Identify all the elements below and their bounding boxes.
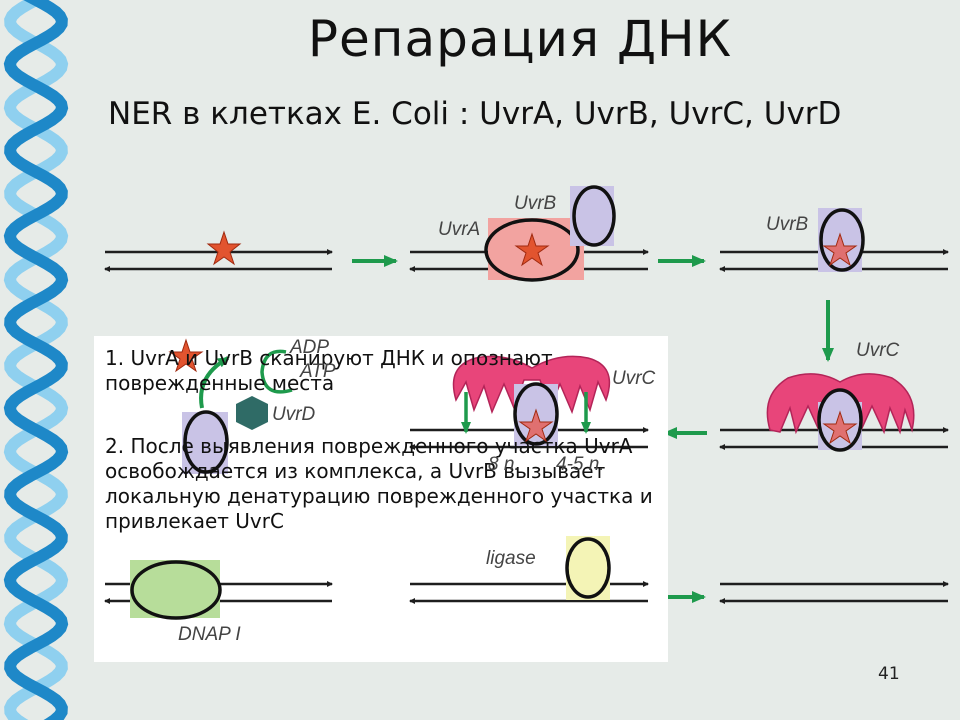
uvrc-uvrb-complex <box>766 373 915 452</box>
label-adp: ADP <box>290 337 330 358</box>
ligase-sealing <box>565 536 611 600</box>
note-step-1: 1. UvrA и UvrB сканируют ДНК и опознают … <box>105 346 553 395</box>
uvrb-on-damage <box>818 208 865 272</box>
dna-helix-icon <box>3 0 69 720</box>
label-uvrc-mid: UvrC <box>612 368 656 389</box>
note-step-2: 2. После выявления поврежденного участка… <box>105 434 653 533</box>
uvrc-incision <box>452 355 611 446</box>
damage-star-icon <box>168 338 204 373</box>
damage-star-icon <box>822 410 858 445</box>
damage-star-icon <box>518 408 554 443</box>
label-uvrc-right: UvrC <box>856 340 900 361</box>
slide-number: 41 <box>878 664 900 684</box>
dnap-synthesis <box>130 560 222 620</box>
uvrd-excision <box>168 338 293 474</box>
slide-subtitle: NER в клетках E. Coli : UvrA, UvrB, UvrC… <box>108 96 842 132</box>
label-atp: ATP <box>300 361 336 382</box>
damage-star-icon <box>206 230 242 266</box>
label-uvrd: UvrD <box>272 404 316 425</box>
uvra-uvrb-complex <box>484 185 616 282</box>
damage-star-icon <box>514 232 550 267</box>
label-cut-45n: 4-5 n. <box>556 454 605 475</box>
slide-title: Репарация ДНК <box>307 10 733 68</box>
uvrd-hexagon <box>236 396 268 430</box>
label-dnap: DNAP I <box>178 624 241 645</box>
dna-duplex-9 <box>719 581 949 604</box>
label-uvra: UvrA <box>438 219 481 240</box>
helix-strand-back <box>3 0 69 720</box>
damage-star-icon <box>822 232 858 267</box>
label-uvrb: UvrB <box>514 193 557 214</box>
label-uvrb-right: UvrB <box>766 214 809 235</box>
label-ligase: ligase <box>486 548 536 569</box>
helix-strand-front <box>3 0 69 720</box>
label-cut-8n: 8 n. <box>488 454 520 475</box>
